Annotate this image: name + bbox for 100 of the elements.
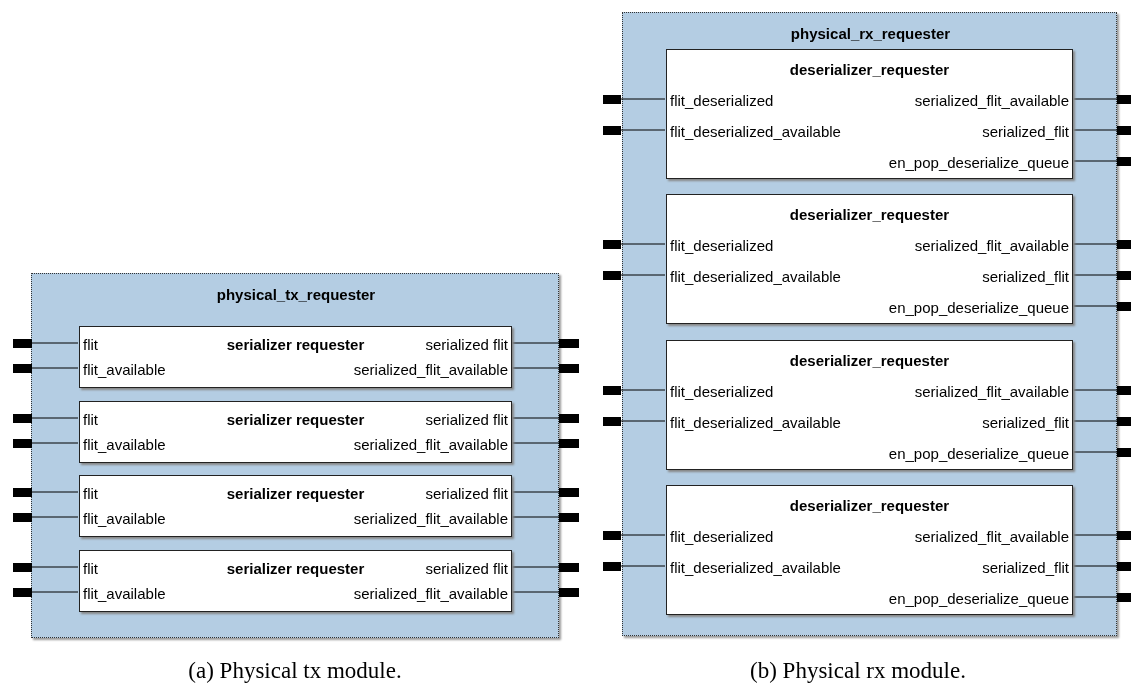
port-pin (13, 413, 32, 423)
submodule-box (79, 550, 512, 612)
port-label: en_pop_deserialize_queue (888, 590, 1069, 608)
module-title: deserializer_requester (789, 206, 950, 224)
port-label: flit_deserialized (670, 92, 774, 110)
port-pin (559, 587, 579, 597)
wire (1071, 596, 1118, 598)
module-title: deserializer_requester (789, 497, 950, 515)
wire (1071, 389, 1118, 391)
port-pin (1117, 530, 1131, 540)
wire (1071, 243, 1118, 245)
port-label: flit_available (83, 510, 166, 528)
wire (620, 534, 666, 536)
wire (510, 591, 560, 593)
module-title: serializer requester (226, 411, 365, 429)
port-label: flit_deserialized (670, 237, 774, 255)
wire (620, 420, 666, 422)
submodule-box (666, 194, 1073, 324)
module-title: physical_rx_requester (789, 25, 952, 43)
wire (1071, 160, 1118, 162)
port-label: serialized_flit (982, 414, 1069, 432)
module-title: deserializer_requester (789, 352, 950, 370)
port-pin (559, 363, 579, 373)
wire (620, 129, 666, 131)
port-pin (603, 530, 621, 540)
port-pin (1117, 156, 1131, 166)
port-label: flit_deserialized (670, 528, 774, 546)
port-label: en_pop_deserialize_queue (888, 154, 1069, 172)
port-label: serialized_flit_available (353, 510, 508, 528)
port-label: flit_available (83, 361, 166, 379)
module-container (31, 273, 559, 638)
port-pin (1117, 592, 1131, 602)
submodule-box (79, 326, 512, 388)
wire (31, 442, 79, 444)
port-label: flit_available (83, 585, 166, 603)
figure-caption: (a) Physical tx module. (188, 658, 402, 684)
wire (620, 243, 666, 245)
wire (1071, 534, 1118, 536)
port-pin (1117, 447, 1131, 457)
port-label: serialized_flit (982, 123, 1069, 141)
wire (510, 367, 560, 369)
submodule-box (666, 49, 1073, 179)
port-pin (559, 487, 579, 497)
wire (510, 342, 560, 344)
wire (1071, 451, 1118, 453)
submodule-box (79, 401, 512, 463)
module-title: serializer requester (226, 560, 365, 578)
port-pin (1117, 239, 1131, 249)
port-pin (603, 94, 621, 104)
port-pin (13, 487, 32, 497)
port-label: flit (83, 485, 98, 503)
port-label: serialized_flit_available (914, 92, 1069, 110)
submodule-box (666, 485, 1073, 615)
port-label: flit_deserialized_available (670, 414, 841, 432)
wire (510, 516, 560, 518)
wire (1071, 274, 1118, 276)
port-label: flit (83, 560, 98, 578)
port-label: serialized flit (425, 485, 508, 503)
port-pin (603, 416, 621, 426)
module-title: deserializer_requester (789, 61, 950, 79)
wire (620, 565, 666, 567)
port-label: serialized_flit_available (353, 585, 508, 603)
figure-caption: (b) Physical rx module. (750, 658, 966, 684)
port-pin (559, 438, 579, 448)
wire (1071, 565, 1118, 567)
wire (31, 342, 79, 344)
module-container (622, 12, 1117, 636)
port-label: serialized flit (425, 336, 508, 354)
wire (510, 566, 560, 568)
port-label: serialized flit (425, 411, 508, 429)
port-pin (13, 363, 32, 373)
port-pin (559, 413, 579, 423)
port-label: flit_deserialized_available (670, 559, 841, 577)
wire (510, 417, 560, 419)
port-label: en_pop_deserialize_queue (888, 445, 1069, 463)
port-label: flit_deserialized (670, 383, 774, 401)
wire (620, 389, 666, 391)
submodule-box (666, 340, 1073, 470)
module-title: serializer requester (226, 485, 365, 503)
port-pin (13, 562, 32, 572)
wire (31, 566, 79, 568)
wire (510, 491, 560, 493)
wire (510, 442, 560, 444)
wire (31, 367, 79, 369)
port-label: serialized_flit_available (914, 383, 1069, 401)
port-pin (559, 338, 579, 348)
wire (31, 491, 79, 493)
port-label: serialized_flit_available (353, 436, 508, 454)
port-label: flit (83, 336, 98, 354)
port-label: serialized_flit (982, 268, 1069, 286)
port-label: flit (83, 411, 98, 429)
module-title: serializer requester (226, 336, 365, 354)
wire (31, 516, 79, 518)
port-pin (13, 438, 32, 448)
port-label: serialized_flit_available (353, 361, 508, 379)
port-label: flit_available (83, 436, 166, 454)
port-pin (559, 562, 579, 572)
module-title: physical_tx_requester (215, 286, 377, 304)
port-label: serialized_flit (982, 559, 1069, 577)
port-pin (1117, 94, 1131, 104)
